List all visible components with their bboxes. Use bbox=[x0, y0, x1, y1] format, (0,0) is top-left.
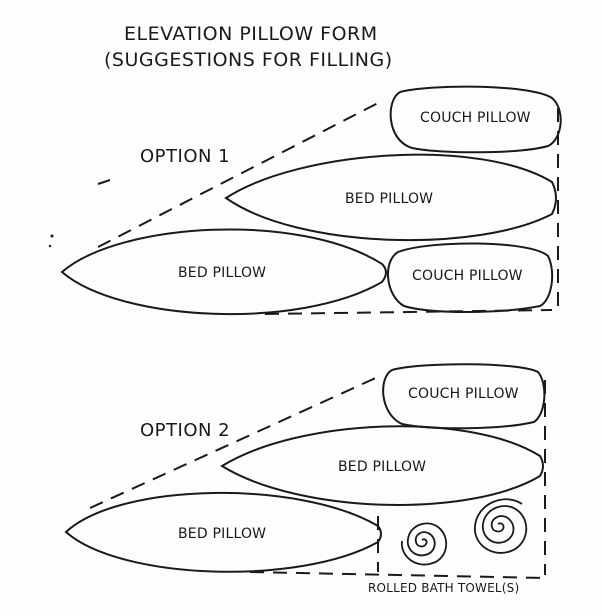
option-1-bed-pillow-middle-label: BED PILLOW bbox=[345, 191, 433, 207]
option-2-group: OPTION 2 COUCH PILLOW BED PILLOW BED PIL… bbox=[64, 363, 546, 595]
option-2-couch-pillow-top-label: COUCH PILLOW bbox=[408, 386, 519, 402]
option-1-bed-pillow-middle bbox=[224, 153, 557, 242]
option-2-bed-pillow-bottom-left bbox=[64, 491, 382, 573]
option-1-couch-pillow-bottom-right bbox=[386, 242, 554, 313]
rolled-towel-label: ROLLED BATH TOWEL(S) bbox=[368, 581, 519, 595]
title-line-1: ELEVATION PILLOW FORM bbox=[124, 23, 378, 45]
option-2-bed-pillow-bottom-left-label: BED PILLOW bbox=[178, 526, 266, 542]
option-1-couch-pillow-bottom-right-label: COUCH PILLOW bbox=[412, 268, 523, 284]
rolled-towel-left bbox=[401, 522, 447, 566]
option-1-couch-pillow-top-label: COUCH PILLOW bbox=[420, 110, 531, 126]
stray-dot-2 bbox=[48, 244, 52, 248]
option-1-bed-pillow-bottom-left-label: BED PILLOW bbox=[178, 265, 266, 281]
option-2-dashed-bottom-line bbox=[249, 571, 546, 579]
option-1-dashed-top-line bbox=[97, 101, 381, 248]
option-2-bed-pillow-middle bbox=[220, 425, 544, 506]
option-2-couch-pillow-top bbox=[382, 363, 546, 430]
stray-dot-1 bbox=[50, 234, 54, 238]
option-2-bed-pillow-middle-label: BED PILLOW bbox=[338, 459, 426, 475]
option-2-label: OPTION 2 bbox=[140, 420, 230, 441]
rolled-towel-right bbox=[474, 498, 528, 554]
option-1-group: OPTION 1 COUCH PILLOW BED PILLOW BED PIL… bbox=[60, 85, 562, 316]
option-1-bed-pillow-bottom-left bbox=[60, 228, 387, 316]
option-2-dashed-top-line bbox=[89, 375, 381, 509]
option-1-label: OPTION 1 bbox=[140, 146, 230, 167]
option-1-dashed-tick bbox=[97, 179, 111, 185]
option-1-couch-pillow-top bbox=[389, 85, 562, 154]
title-line-2: (SUGGESTIONS FOR FILLING) bbox=[104, 49, 393, 71]
